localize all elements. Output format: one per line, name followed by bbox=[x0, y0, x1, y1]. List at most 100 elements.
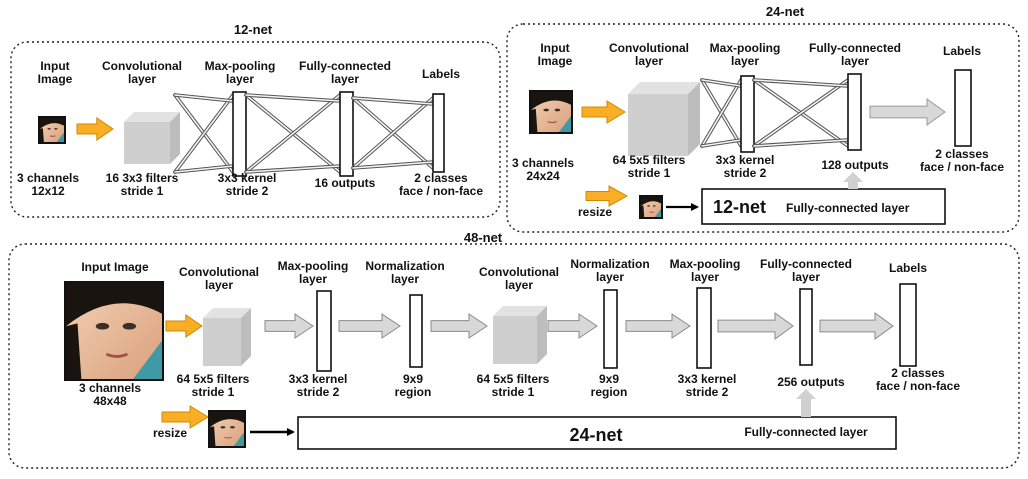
net48-norm1-desc-0: 9x9 bbox=[403, 372, 423, 386]
net48-input-face bbox=[64, 281, 164, 381]
net48-conv2-block-top bbox=[493, 306, 547, 316]
net48-panel: 48-net bbox=[8, 230, 1020, 469]
net24-pool-desc-1: stride 2 bbox=[724, 166, 767, 180]
net48-input-desc-0: 3 channels bbox=[79, 381, 141, 395]
net24-resized-face bbox=[639, 195, 663, 219]
net48-resized-face-collar bbox=[233, 432, 244, 446]
net48-fc-label-1: layer bbox=[792, 270, 820, 284]
net24-input-face-eye-right bbox=[554, 108, 561, 112]
net48-sub-fc-label: Fully-connected layer bbox=[744, 425, 868, 439]
net12-fan-pool-fc-line-in-2 bbox=[245, 94, 341, 102]
net12-input-face-mouth bbox=[49, 135, 56, 137]
net12-labels-desc-0: 2 classes bbox=[414, 171, 468, 185]
net12-pool-bar bbox=[232, 91, 247, 177]
net48-sub-up-arrow bbox=[796, 389, 816, 417]
net48-pool1-label-1: layer bbox=[299, 272, 327, 286]
net48-resize-label: resize bbox=[153, 426, 187, 440]
net12-labels-bar bbox=[432, 93, 445, 173]
net24-input-face bbox=[529, 90, 573, 134]
net48-input-arrow bbox=[165, 314, 203, 338]
net48-pool1-desc-1: stride 2 bbox=[297, 385, 340, 399]
net24-resized-face-collar bbox=[655, 209, 661, 217]
net12-input-face-eye-right bbox=[54, 127, 58, 130]
net12-fc-desc-0: 16 outputs bbox=[315, 176, 376, 190]
net24-fan-pool-fc-line-in-3 bbox=[753, 139, 849, 147]
net48-conv2-block bbox=[493, 306, 547, 364]
net48-input-face-hair-side bbox=[66, 323, 82, 379]
net24-resized-face-hair bbox=[641, 197, 661, 206]
net48-norm2-label-1: layer bbox=[596, 270, 624, 284]
net12-fan-conv-pool-line-in-2 bbox=[174, 94, 234, 102]
net48-norm1-desc-1: region bbox=[395, 385, 432, 399]
net24-fc-label-1: layer bbox=[841, 54, 869, 68]
net48-conv1-label-0: Convolutional bbox=[179, 265, 259, 279]
net12-conv-desc-1: stride 1 bbox=[121, 184, 164, 198]
net12-conv-block-side bbox=[170, 112, 180, 164]
net12-panel: 12-net bbox=[10, 22, 501, 218]
net24-input-face-eye-left bbox=[543, 108, 549, 112]
net24-pool-label-0: Max-pooling bbox=[710, 41, 781, 55]
net48-input-face-eye-right bbox=[122, 322, 137, 330]
net24-input-desc-1: 24x24 bbox=[526, 169, 560, 183]
net24-fan-conv-pool-line-in-2 bbox=[701, 79, 742, 87]
net48-norm1-label-1: layer bbox=[391, 272, 419, 286]
net24-conv-desc-1: stride 1 bbox=[628, 166, 671, 180]
net24-labels-desc-0: 2 classes bbox=[935, 147, 989, 161]
net24-sub-fc-box bbox=[701, 188, 946, 225]
net48-labels-label-0: Labels bbox=[889, 261, 927, 275]
net24-input-face-collar bbox=[559, 116, 571, 132]
net24-conv-label-0: Convolutional bbox=[609, 41, 689, 55]
net12-input-face-hair bbox=[40, 118, 64, 129]
net48-input-desc-1: 48x48 bbox=[93, 394, 127, 408]
net48-pool2-bar bbox=[696, 287, 712, 369]
net48-conv1-desc-0: 64 5x5 filters bbox=[177, 372, 250, 386]
net48-resized-face-eye-left bbox=[220, 426, 226, 429]
net12-input-face-eye-left bbox=[47, 127, 51, 130]
net24-resized-face-eye-right bbox=[652, 205, 656, 207]
net12-fan-fc-labels-line-in-2 bbox=[352, 97, 434, 105]
net24-labels-desc-1: face / non-face bbox=[920, 160, 1004, 174]
net48-fc-label-0: Fully-connected bbox=[760, 257, 852, 271]
net24-input-face-mouth bbox=[547, 121, 557, 124]
net48-conv2-label-0: Convolutional bbox=[479, 265, 559, 279]
net48-sub-fc-box bbox=[297, 416, 897, 450]
net12-fan-pool-fc-line-in-1 bbox=[245, 94, 341, 173]
net48-arrow-conv2-norm2 bbox=[547, 313, 598, 339]
net48-arrow-conv1-pool1 bbox=[264, 313, 314, 339]
net12-pool-label-0: Max-pooling bbox=[205, 59, 276, 73]
net12-input-arrow bbox=[76, 117, 114, 141]
net12-conv-label-1: layer bbox=[128, 72, 156, 86]
net48-resized-face-mouth bbox=[224, 436, 232, 439]
net12-input-desc-1: 12x12 bbox=[31, 184, 65, 198]
net24-input-label-0: Input bbox=[540, 41, 569, 55]
net12-fc-label-1: layer bbox=[331, 72, 359, 86]
net48-pool2-desc-1: stride 2 bbox=[686, 385, 729, 399]
net48-norm1-label-0: Normalization bbox=[365, 259, 444, 273]
net24-input-face-hair-side bbox=[531, 108, 538, 132]
net48-arrow-pool2-fc bbox=[717, 312, 794, 340]
net48-labels-desc-1: face / non-face bbox=[876, 379, 960, 393]
net48-sub-net-label: 24-net bbox=[569, 425, 622, 445]
net24-resized-face-eye-left bbox=[647, 205, 650, 207]
net24-fan-conv-pool-line-in-3 bbox=[701, 139, 742, 147]
net48-pool2-label-1: layer bbox=[691, 270, 719, 284]
net48-resized-face bbox=[208, 410, 246, 448]
net24-pool-bar bbox=[740, 75, 755, 153]
net12-conv-block bbox=[124, 112, 180, 164]
net12-fan-pool-fc bbox=[244, 93, 342, 174]
net12-labels-label-0: Labels bbox=[422, 67, 460, 81]
net12-input-desc-0: 3 channels bbox=[17, 171, 79, 185]
net48-conv1-desc-1: stride 1 bbox=[192, 385, 235, 399]
net12-labels-desc-1: face / non-face bbox=[399, 184, 483, 198]
net48-arrow-fc-labels bbox=[819, 312, 894, 340]
net24-sub-fc-label: Fully-connected layer bbox=[786, 201, 910, 215]
net24-conv-block-front bbox=[628, 94, 688, 156]
net48-fc-desc-0: 256 outputs bbox=[777, 375, 845, 389]
net24-input-face-hair bbox=[531, 92, 571, 110]
net12-pool-desc-0: 3x3 kernel bbox=[218, 171, 277, 185]
net48-pool2-label-0: Max-pooling bbox=[670, 257, 741, 271]
net48-labels-desc-0: 2 classes bbox=[891, 366, 945, 380]
net12-fan-fc-labels-line-in-3 bbox=[352, 161, 434, 169]
net24-input-arrow bbox=[581, 100, 626, 124]
net48-arrow-norm2-pool2 bbox=[625, 313, 691, 339]
